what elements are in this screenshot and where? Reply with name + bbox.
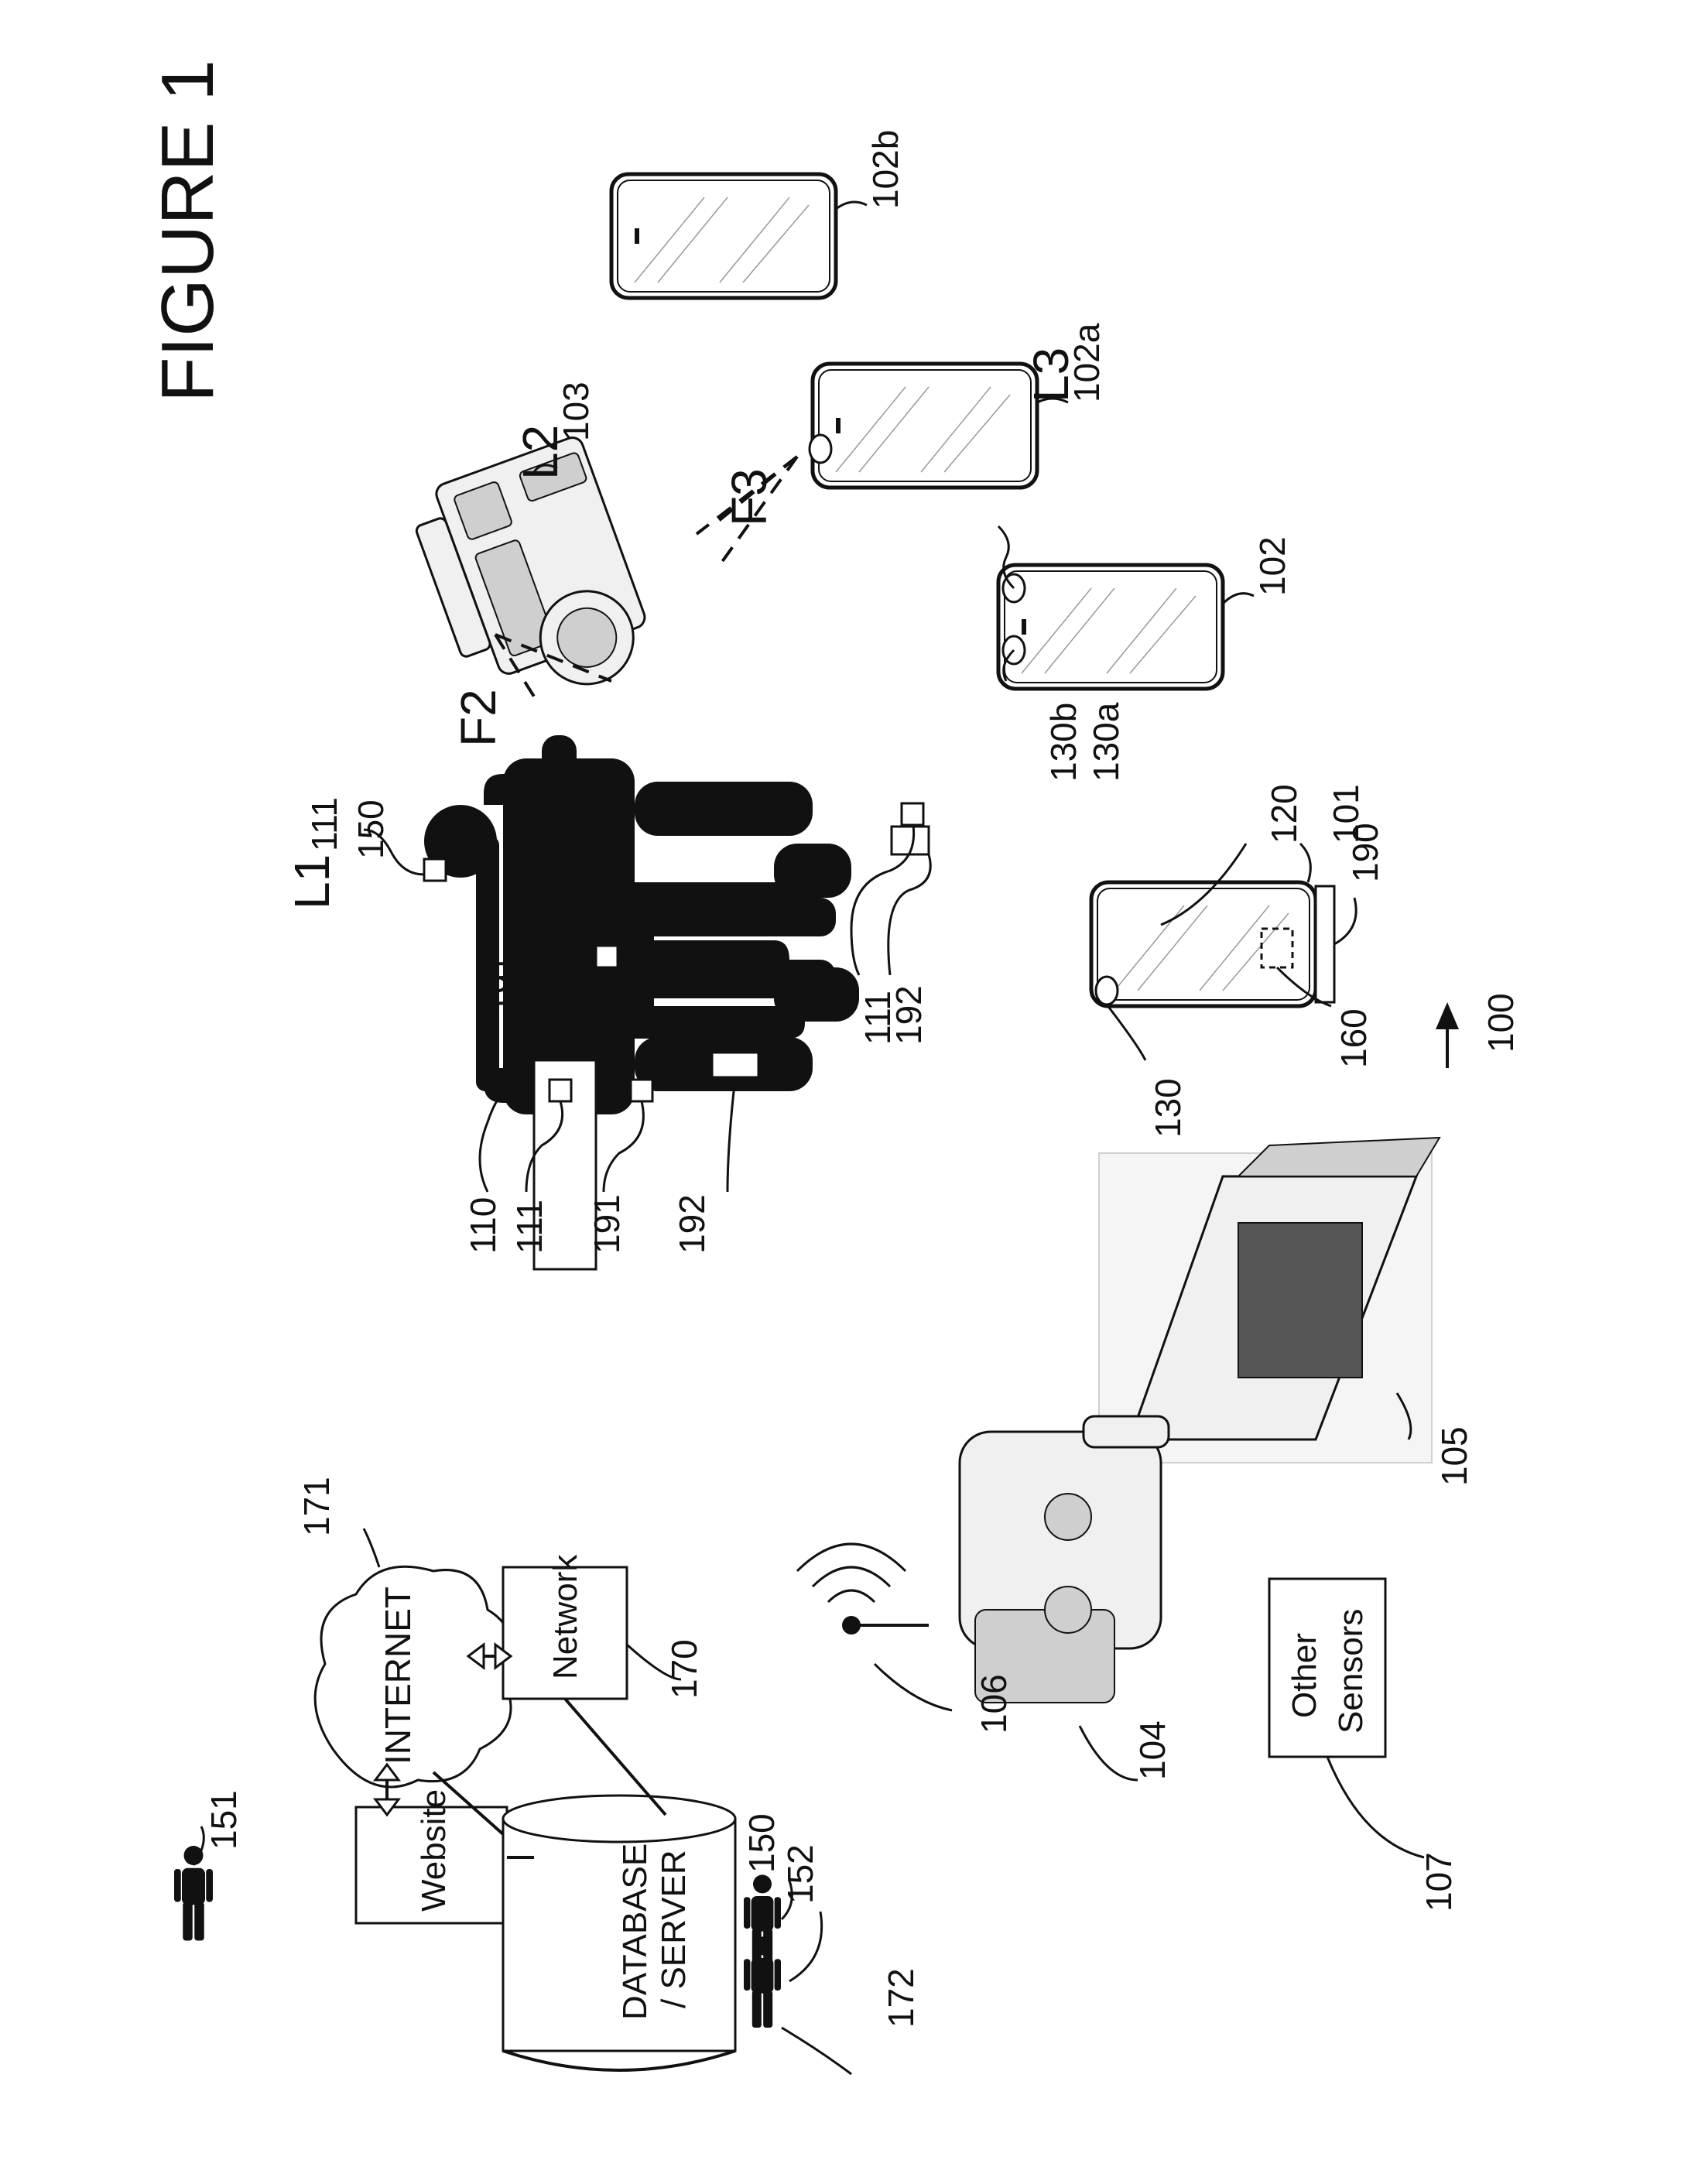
ref-102: 102 [1252,536,1292,596]
database-label-1: DATABASE [616,1843,654,2020]
phone-102 [998,565,1223,689]
camera-130 [1096,977,1118,1005]
ref-150-user: 150 [351,799,391,859]
sensor-111-body [902,803,923,825]
wearable-sensor-192 [712,1053,758,1077]
ref-190: 190 [1345,823,1385,882]
internet-label: INTERNET [378,1587,418,1765]
ref-172: 172 [881,1968,921,2028]
website-label: Website [415,1789,453,1912]
field-f2: F2 [450,689,506,747]
loc-l1: L1 [284,854,340,909]
ref-191-stack: 191 [587,1194,627,1254]
other-sensors-line2: Sensors [1332,1609,1370,1734]
ref-110: 110 [463,1197,503,1254]
sensor-111-head [424,859,446,881]
loc-l2: L2 [512,425,568,480]
phone-102a-camera [810,435,831,463]
network-label: Network [546,1554,584,1679]
ref-100: 100 [1481,993,1521,1053]
ref-150-db: 150 [741,1813,782,1873]
ref-191-body: 191 [482,954,522,1014]
device-104 [960,1416,1169,1703]
ref-111-stack: 111 [509,1200,549,1254]
database-label-2: / SERVER [655,1850,693,2008]
ref-106: 106 [974,1674,1014,1734]
user-151-icon [174,1846,213,1941]
db-user-152-icon [744,1936,781,2028]
component-190 [1316,886,1334,1002]
ref-151: 151 [204,1790,244,1850]
ref-102b: 102b [865,130,906,209]
ref-120: 120 [1264,784,1304,844]
ref-111-top: 111 [304,797,344,851]
arrow-100 [1436,1002,1459,1029]
ref-130a: 130a [1086,702,1126,782]
laptop-105 [1099,1138,1440,1463]
other-sensors-line1: Other [1286,1633,1323,1718]
wearable-sensor-111 [549,1080,571,1101]
field-f3: F3 [721,468,777,526]
ref-192-stack: 192 [672,1194,712,1254]
ref-130b: 130b [1043,703,1084,782]
wearable-sensor-191 [631,1080,652,1101]
ref-171: 171 [296,1477,337,1536]
ref-170: 170 [664,1639,704,1699]
ref-152: 152 [780,1844,820,1904]
sensor-191-body [596,946,618,967]
ref-160: 160 [1334,1008,1374,1068]
phone-102a [810,364,1037,488]
ref-192-body: 192 [888,985,929,1045]
ref-105: 105 [1434,1426,1474,1486]
ref-104: 104 [1132,1720,1173,1780]
ref-107: 107 [1419,1852,1459,1912]
loc-l3: L3 [1023,347,1079,402]
ref-130: 130 [1148,1078,1188,1138]
phone-102b [611,174,836,298]
antenna-106 [797,1544,929,1635]
user-figure [424,735,859,1130]
figure-title: FIGURE 1 [146,60,229,402]
